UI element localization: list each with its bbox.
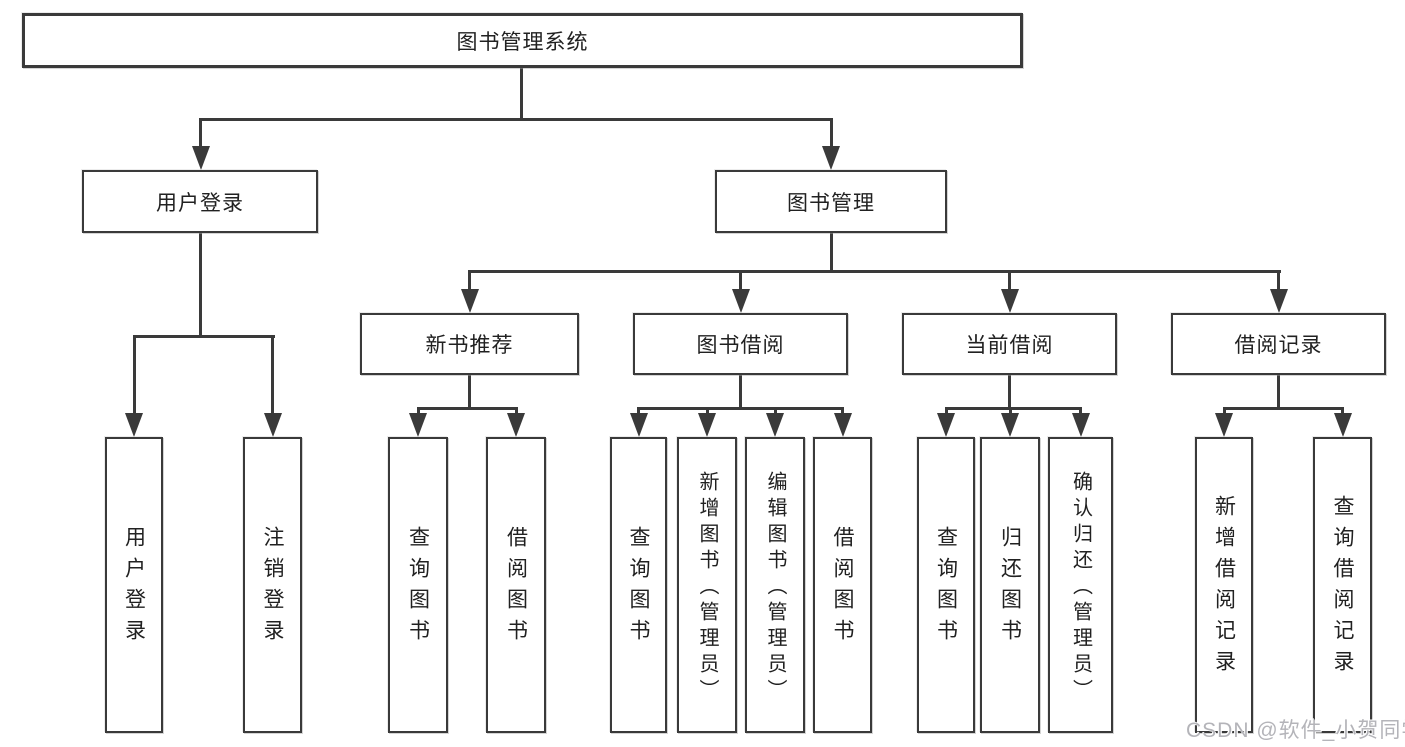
- leaf-add-borrow-record: 新增借阅记录: [1195, 437, 1253, 733]
- node-book-borrowing: 图书借阅: [633, 313, 848, 375]
- arrow-down-icon: [409, 413, 427, 437]
- arrow-down-icon: [1000, 289, 1019, 313]
- arrow-down-icon: [833, 413, 852, 437]
- leaf-search-books-3: 查询图书: [917, 437, 975, 733]
- leaf-search-books-1: 查询图书: [388, 437, 448, 733]
- arrow-down-icon: [1269, 289, 1288, 313]
- connector-drop: [1341, 407, 1344, 415]
- connector-drop: [1079, 407, 1082, 415]
- connector-drop: [1277, 270, 1280, 289]
- connector-bar: [1222, 407, 1344, 410]
- arrow-down-icon: [460, 289, 479, 313]
- arrow-down-icon: [1001, 413, 1019, 437]
- connector-drop: [739, 270, 742, 289]
- connector-drop: [1222, 407, 1226, 415]
- connector-drop: [944, 407, 948, 415]
- leaf-edit-books-admin: 编辑图书（管理员）: [745, 437, 805, 733]
- connector-drop: [773, 407, 777, 415]
- arrow-down-icon: [507, 413, 525, 437]
- arrow-down-icon: [822, 146, 840, 170]
- node-borrowing-records: 借阅记录: [1171, 313, 1386, 375]
- connector-stem: [198, 233, 202, 337]
- arrow-down-icon: [698, 413, 716, 437]
- arrow-down-icon: [937, 413, 955, 437]
- csdn-watermark: CSDN @软件_小贺同学: [1186, 719, 1405, 742]
- arrow-down-icon: [263, 413, 282, 437]
- node-book-management: 图书管理: [715, 170, 947, 233]
- connector-drop: [1008, 407, 1012, 415]
- connector-drop: [637, 407, 640, 415]
- connector-drop: [468, 270, 471, 289]
- leaf-confirm-return-admin: 确认归还（管理员）: [1048, 437, 1113, 733]
- connector-drop: [199, 118, 202, 146]
- connector-bar: [944, 407, 1082, 410]
- connector-bar: [637, 407, 844, 410]
- connector-drop: [841, 407, 844, 415]
- connector-stem: [468, 375, 471, 409]
- leaf-return-books: 归还图书: [980, 437, 1040, 733]
- leaf-borrow-books-2: 借阅图书: [813, 437, 872, 733]
- connector-root-stem: [520, 68, 523, 120]
- arrow-down-icon: [1333, 413, 1352, 437]
- connector-drop: [271, 335, 274, 413]
- connector-bar: [132, 335, 275, 338]
- connector-drop: [416, 407, 420, 415]
- connector-drop: [132, 335, 136, 413]
- leaf-logout: 注销登录: [243, 437, 302, 733]
- leaf-add-books-admin: 新增图书（管理员）: [677, 437, 737, 733]
- node-user-login: 用户登录: [82, 170, 318, 233]
- connector-drop: [514, 407, 518, 415]
- arrow-down-icon: [731, 289, 750, 313]
- node-new-book-recommendation: 新书推荐: [360, 313, 579, 375]
- leaf-user-login: 用户登录: [105, 437, 163, 733]
- connector-root-bar: [199, 118, 833, 121]
- arrow-down-icon: [766, 413, 784, 437]
- arrow-down-icon: [191, 146, 210, 170]
- node-current-borrowing: 当前借阅: [902, 313, 1117, 375]
- connector-drop: [829, 118, 833, 146]
- connector-stem: [1277, 375, 1280, 409]
- arrow-down-icon: [125, 413, 143, 437]
- connector-bar: [468, 270, 1281, 273]
- connector-stem: [739, 375, 742, 409]
- connector-stem: [1008, 375, 1011, 409]
- arrow-down-icon: [1071, 413, 1090, 437]
- arrow-down-icon: [1215, 413, 1233, 437]
- leaf-search-books-2: 查询图书: [610, 437, 667, 733]
- leaf-borrow-books-1: 借阅图书: [486, 437, 546, 733]
- connector-drop: [705, 407, 709, 415]
- connector-stem: [829, 233, 833, 272]
- arrow-down-icon: [629, 413, 648, 437]
- connector-drop: [1008, 270, 1011, 289]
- connector-bar: [416, 407, 518, 410]
- node-library-management-system: 图书管理系统: [22, 13, 1023, 68]
- leaf-search-borrow-record: 查询借阅记录: [1313, 437, 1372, 733]
